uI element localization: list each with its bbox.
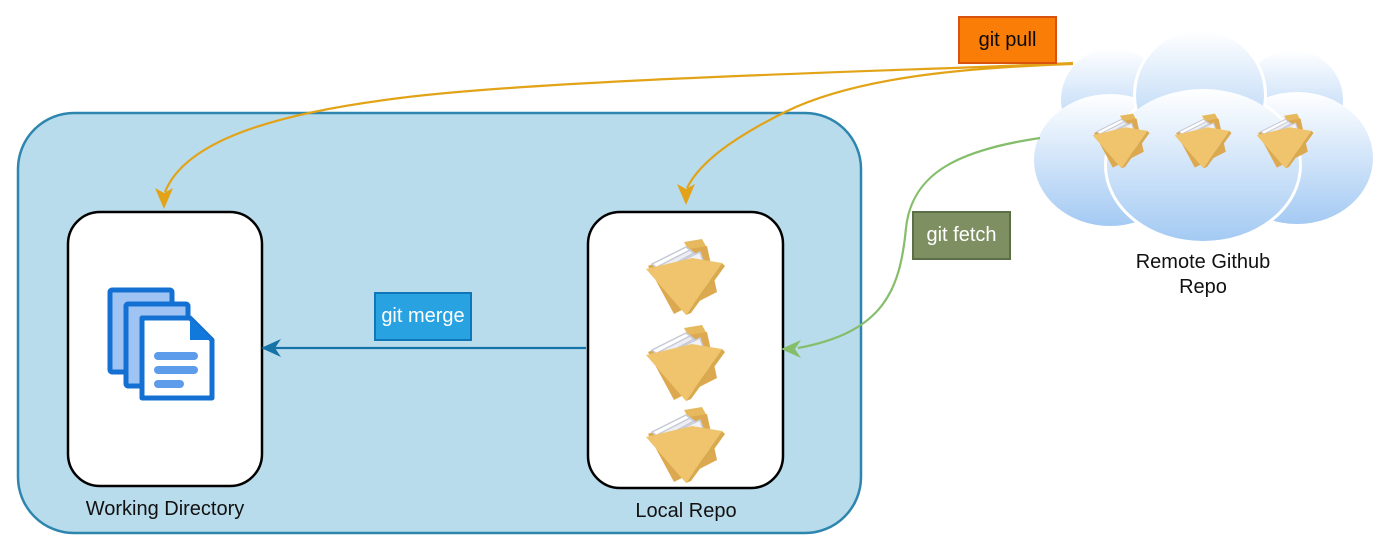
cloud-icon — [1031, 28, 1376, 244]
remote-github-repo-label: Remote Github Repo — [1135, 251, 1271, 298]
git-fetch-arrow — [781, 136, 1041, 358]
git-merge-label: git merge — [381, 305, 465, 327]
document-stack-icon — [107, 287, 215, 401]
git-fetch-label: git fetch — [926, 224, 997, 246]
git-merge-arrow — [261, 339, 586, 357]
git-pull-badge: git pull — [958, 16, 1057, 64]
git-merge-badge: git merge — [374, 292, 472, 341]
working-directory-label: Working Directory — [85, 498, 245, 520]
local-repo-label: Local Repo — [635, 500, 737, 522]
git-pull-arrow-to-local-repo — [677, 62, 1074, 205]
git-pull-label: git pull — [978, 28, 1037, 51]
git-fetch-badge: git fetch — [912, 211, 1011, 260]
git-pull-arrow-to-working-directory — [155, 61, 1074, 209]
